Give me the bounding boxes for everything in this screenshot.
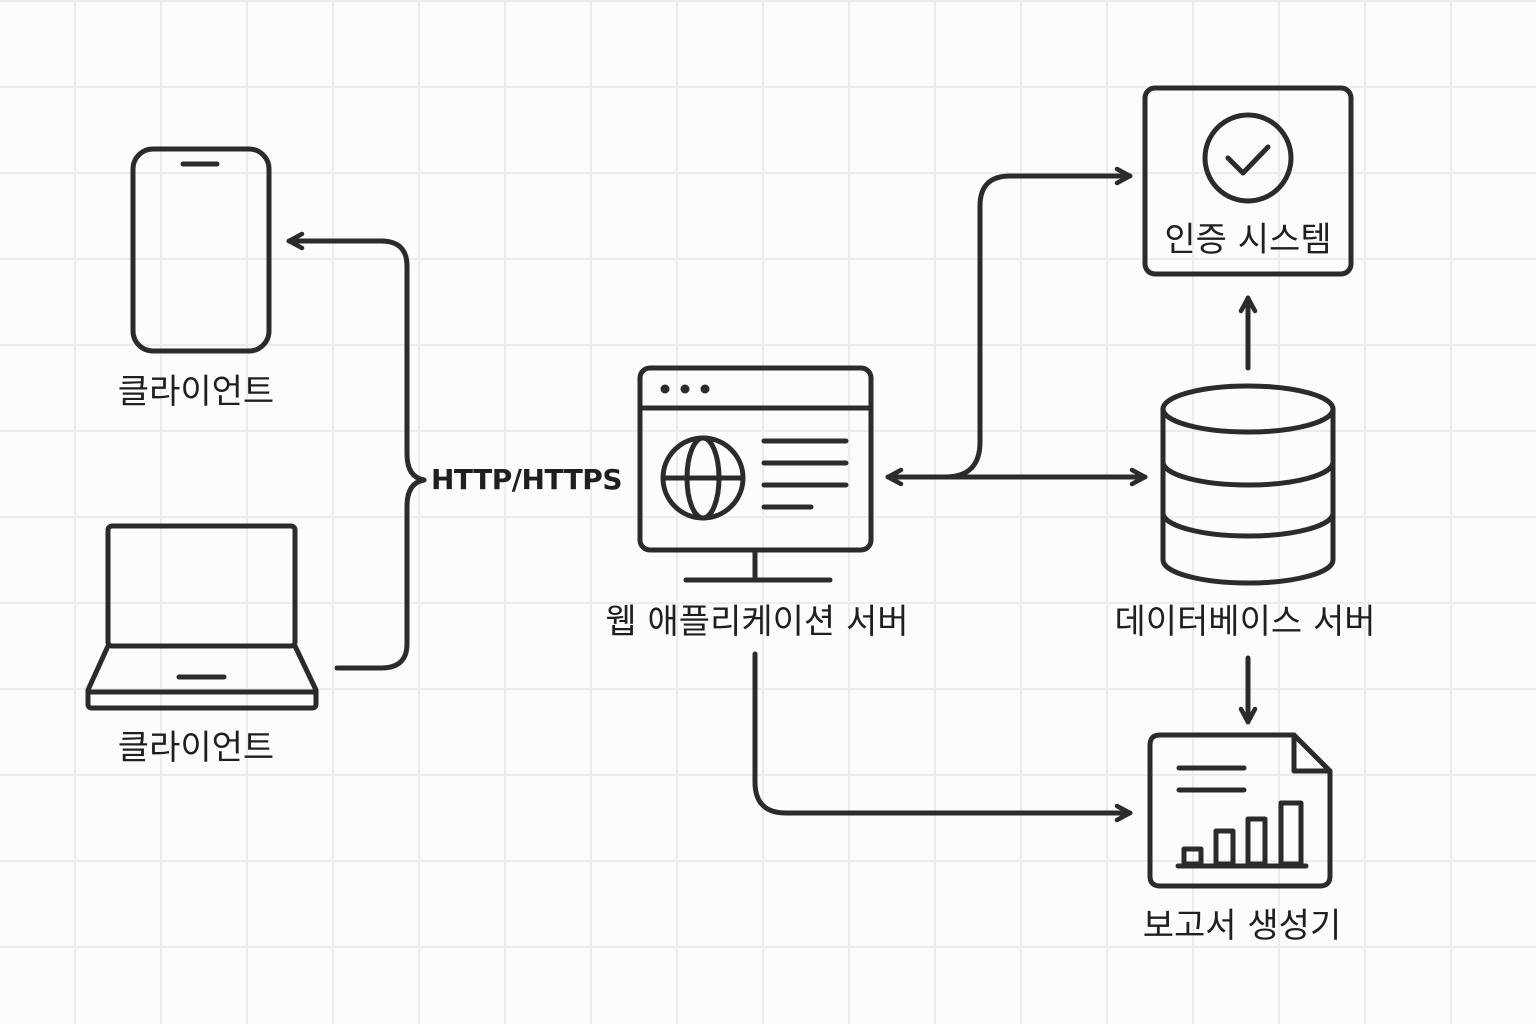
db-server-label: 데이터베이스 서버 (1114, 602, 1376, 642)
http-edge-label: HTTP/HTTPS (431, 463, 623, 496)
laptop-icon (85, 523, 319, 711)
smartphone-icon (130, 146, 272, 354)
http-connection-edge (286, 231, 427, 671)
window-dots-icon (660, 384, 710, 394)
database-icon (1160, 383, 1336, 586)
web-auth-edge (942, 166, 1133, 480)
auth-system-label: 인증 시스템 (1164, 220, 1332, 260)
web-server-label: 웹 애플리케이션 서버 (605, 602, 909, 642)
laptop-client-label: 클라이언트 (117, 728, 275, 768)
report-generator-label: 보고서 생성기 (1142, 906, 1342, 946)
auth-system-box (1142, 85, 1354, 277)
web-report-edge (752, 651, 1133, 823)
phone-client-label: 클라이언트 (117, 372, 275, 412)
check-circle-icon (1202, 112, 1294, 204)
web-browser-monitor-icon (637, 365, 874, 583)
report-chart-icon (1147, 732, 1333, 889)
